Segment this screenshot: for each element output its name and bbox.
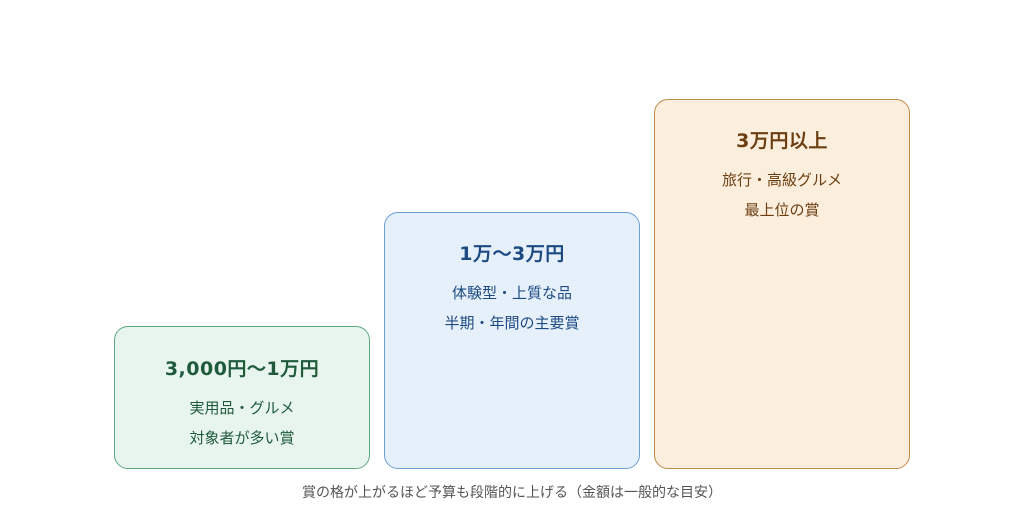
- tier-title: 3万円以上: [736, 130, 828, 152]
- tier-box-high: 3万円以上 旅行・高級グルメ 最上位の賞: [654, 99, 910, 469]
- diagram-caption: 賞の格が上がるほど予算も段階的に上げる（金額は一般的な目安）: [302, 485, 722, 501]
- tier-title: 1万〜3万円: [459, 243, 565, 265]
- tier-description: 対象者が多い賞: [189, 429, 295, 447]
- tier-description: 旅行・高級グルメ: [721, 171, 842, 189]
- tier-description: 半期・年間の主要賞: [444, 314, 580, 332]
- tier-box-low: 3,000円〜1万円 実用品・グルメ 対象者が多い賞: [114, 326, 370, 469]
- tier-description: 最上位の賞: [744, 201, 820, 219]
- tier-description: 実用品・グルメ: [189, 399, 295, 417]
- tier-box-mid: 1万〜3万円 体験型・上質な品 半期・年間の主要賞: [384, 212, 640, 469]
- tier-title: 3,000円〜1万円: [164, 358, 320, 380]
- tier-description: 体験型・上質な品: [451, 284, 572, 302]
